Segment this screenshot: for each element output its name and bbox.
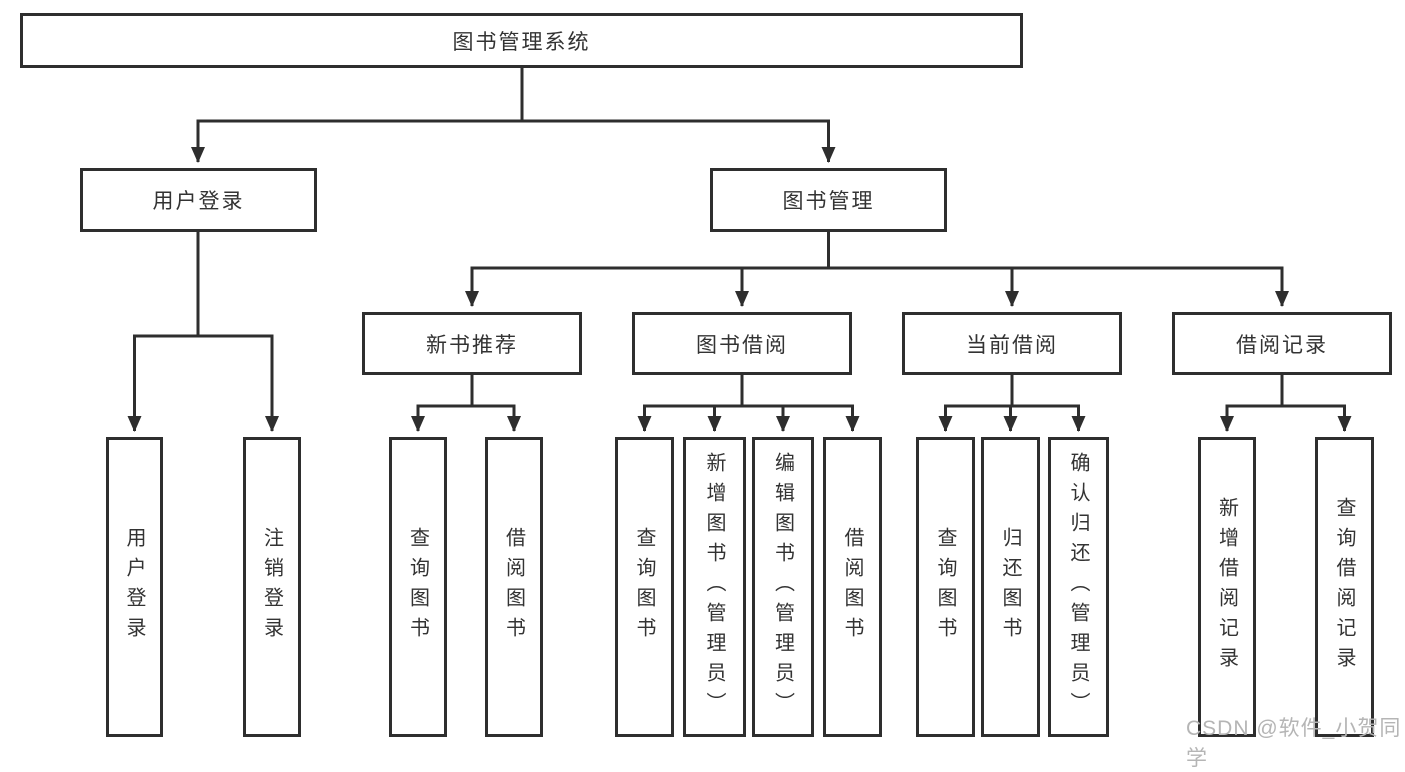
leaf-logout: 注销登录 <box>243 437 301 737</box>
leaf-query-books-current-label: 查询图书 <box>934 527 956 647</box>
leaf-query-books-recommend: 查询图书 <box>389 437 447 737</box>
leaf-confirm-return-admin: 确认归还（管理员） <box>1048 437 1109 737</box>
leaf-query-borrow-record-label: 查询借阅记录 <box>1333 497 1355 677</box>
watermark: CSDN @软件_小贺同学 <box>1186 717 1402 770</box>
leaf-query-books-borrowing-label: 查询图书 <box>633 527 655 647</box>
node-new-book-recommend: 新书推荐 <box>362 312 582 375</box>
leaf-user-login: 用户登录 <box>106 437 163 737</box>
node-new-book-recommend-label: 新书推荐 <box>426 333 518 357</box>
node-book-management-label: 图书管理 <box>782 190 875 213</box>
node-current-borrowing: 当前借阅 <box>902 312 1122 375</box>
leaf-logout-label: 注销登录 <box>260 527 283 647</box>
node-user-login: 用户登录 <box>80 168 317 232</box>
leaf-return-books-label: 归还图书 <box>999 527 1021 647</box>
leaf-return-books: 归还图书 <box>981 437 1040 737</box>
leaf-confirm-return-admin-label: 确认归还（管理员） <box>1067 452 1089 722</box>
leaf-query-books-current: 查询图书 <box>916 437 975 737</box>
node-borrowing-records-label: 借阅记录 <box>1236 333 1328 357</box>
connector-lines <box>127 68 1352 432</box>
leaf-add-borrow-record: 新增借阅记录 <box>1198 437 1256 737</box>
leaf-query-borrow-record: 查询借阅记录 <box>1315 437 1374 737</box>
leaf-add-borrow-record-label: 新增借阅记录 <box>1215 497 1238 677</box>
leaf-borrow-books: 借阅图书 <box>823 437 882 737</box>
node-user-login-label: 用户登录 <box>152 190 245 213</box>
leaf-edit-books-admin-label: 编辑图书（管理员） <box>771 452 794 722</box>
leaf-add-books-admin-label: 新增图书（管理员） <box>703 452 725 722</box>
leaf-edit-books-admin: 编辑图书（管理员） <box>752 437 814 737</box>
leaf-borrow-books-recommend: 借阅图书 <box>485 437 543 737</box>
leaf-query-books-borrowing: 查询图书 <box>615 437 674 737</box>
node-book-borrowing: 图书借阅 <box>632 312 852 375</box>
leaf-user-login-label: 用户登录 <box>123 527 145 647</box>
leaf-borrow-books-recommend-label: 借阅图书 <box>502 527 525 647</box>
node-root-system-label: 图书管理系统 <box>452 30 591 54</box>
node-book-borrowing-label: 图书借阅 <box>696 333 788 357</box>
node-root-system: 图书管理系统 <box>20 13 1023 68</box>
node-book-management: 图书管理 <box>710 168 947 232</box>
functional-structure-diagram: 图书管理系统 用户登录 图书管理 新书推荐 图书借阅 当前借阅 借阅记录 用户登… <box>20 13 1401 770</box>
leaf-borrow-books-label: 借阅图书 <box>841 527 863 647</box>
node-borrowing-records: 借阅记录 <box>1172 312 1392 375</box>
node-current-borrowing-label: 当前借阅 <box>966 333 1058 357</box>
leaf-add-books-admin: 新增图书（管理员） <box>683 437 746 737</box>
leaf-query-books-recommend-label: 查询图书 <box>406 527 429 647</box>
